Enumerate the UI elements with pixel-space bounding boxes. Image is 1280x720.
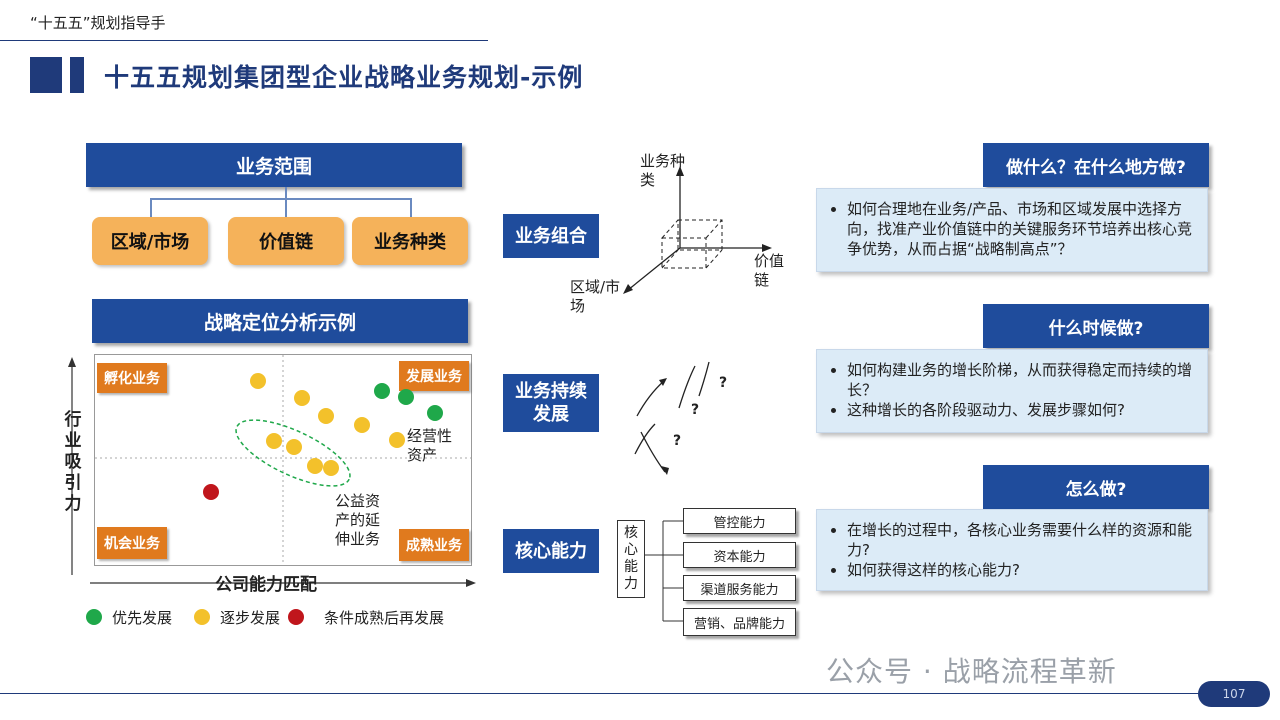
question-mark: ? — [719, 375, 728, 391]
y-axis-label: 行业吸引力 — [64, 410, 82, 514]
label-core-capability: 核心能力 — [503, 529, 599, 573]
capability-tree-lines — [645, 520, 683, 622]
scope-item-business-type: 业务种类 — [352, 217, 468, 265]
x-axis-label: 公司能力匹配 — [215, 575, 317, 595]
footer-divider — [0, 693, 1200, 694]
question-box-how: 在增长的过程中，各核心业务需要什么样的资源和能力? 如何获得这样的核心能力? — [816, 509, 1208, 591]
legend-dot-priority — [86, 609, 102, 625]
question-mark: ? — [691, 402, 700, 418]
business-scope-bar: 业务范围 — [86, 143, 462, 187]
scope-item-region: 区域/市场 — [92, 217, 208, 265]
business-dot — [323, 460, 339, 476]
scope-item-value-chain: 价值链 — [228, 217, 344, 265]
quadrant-incubation: 孵化业务 — [97, 363, 167, 393]
matrix-gridlines — [95, 355, 471, 565]
annotation-public-assets: 公益资产的延伸业务 — [335, 492, 381, 548]
annotation-operating-assets: 经营性资产 — [407, 427, 453, 464]
quadrant-mature: 成熟业务 — [399, 529, 469, 561]
quadrant-development: 发展业务 — [399, 361, 469, 391]
quadrant-opportunity: 机会业务 — [97, 527, 167, 559]
business-dot — [398, 389, 414, 405]
capability-capital: 资本能力 — [683, 542, 796, 568]
business-dot — [203, 484, 219, 500]
business-dot — [307, 458, 323, 474]
business-dot — [286, 439, 302, 455]
scope-connector-stem — [285, 187, 287, 199]
growth-arrows-diagram — [634, 361, 710, 475]
title-accent-block — [30, 57, 62, 93]
business-dot — [250, 373, 266, 389]
capability-control: 管控能力 — [683, 508, 796, 534]
scope-connector-left — [150, 198, 152, 218]
business-dot — [389, 432, 405, 448]
question-point: 如何获得这样的核心能力? — [847, 560, 1197, 580]
portfolio-axes-diagram — [623, 166, 772, 294]
business-dot — [294, 390, 310, 406]
legend-dot-gradual — [194, 609, 210, 625]
question-head-what-where: 做什么？在什么地方做? — [983, 143, 1209, 187]
legend-priority: 优先发展 — [112, 609, 173, 627]
question-point: 如何合理地在业务/产品、市场和区域发展中选择方向，找准产业价值链中的关键服务环节… — [847, 199, 1197, 259]
core-capability-box: 核心能力 — [617, 520, 645, 598]
capability-channel-service: 渠道服务能力 — [683, 575, 796, 601]
question-point: 这种增长的各阶段驱动力、发展步骤如何? — [847, 400, 1197, 420]
capability-marketing-brand: 营销、品牌能力 — [683, 608, 796, 636]
question-head-when: 什么时候做? — [983, 304, 1209, 348]
page-number: 107 — [1198, 681, 1270, 707]
scope-connector-mid — [285, 198, 287, 218]
scope-connector-right — [410, 198, 412, 218]
header-divider — [0, 40, 488, 41]
axis-region-market: 区域/市场 — [570, 278, 621, 315]
business-dot — [266, 433, 282, 449]
question-point: 在增长的过程中，各核心业务需要什么样的资源和能力? — [847, 520, 1197, 560]
business-dot — [374, 383, 390, 399]
business-dot — [427, 405, 443, 421]
question-point: 如何构建业务的增长阶梯，从而获得稳定而持续的增长？ — [847, 360, 1197, 400]
page-title: 十五五规划集团型企业战略业务规划-示例 — [104, 63, 584, 92]
positioning-matrix: 孵化业务 发展业务 机会业务 成熟业务 经营性资产 公益资产的延伸业务 — [94, 354, 472, 566]
legend-gradual: 逐步发展 — [220, 609, 281, 627]
positioning-bar: 战略定位分析示例 — [92, 299, 468, 343]
label-sustainable-development: 业务持续发展 — [503, 374, 599, 432]
question-box-what-where: 如何合理地在业务/产品、市场和区域发展中选择方向，找准产业价值链中的关键服务环节… — [816, 188, 1208, 272]
question-mark: ? — [673, 433, 682, 449]
question-head-how: 怎么做? — [983, 465, 1209, 509]
business-dot — [318, 408, 334, 424]
scope-connector — [150, 198, 410, 200]
business-dot — [354, 417, 370, 433]
axis-value-chain: 价值链 — [754, 252, 785, 289]
watermark: 公众号 · 战略流程革新 — [826, 655, 1117, 688]
matrix-axes — [68, 357, 476, 587]
legend-dot-conditional — [288, 609, 304, 625]
header-text: “十五五”规划指导手 — [30, 14, 166, 32]
axis-business-type: 业务种类 — [640, 152, 686, 189]
question-box-when: 如何构建业务的增长阶梯，从而获得稳定而持续的增长？ 这种增长的各阶段驱动力、发展… — [816, 349, 1208, 433]
title-accent-bar — [70, 57, 84, 93]
legend-conditional: 条件成熟后再发展 — [324, 609, 445, 627]
label-business-portfolio: 业务组合 — [503, 214, 599, 258]
